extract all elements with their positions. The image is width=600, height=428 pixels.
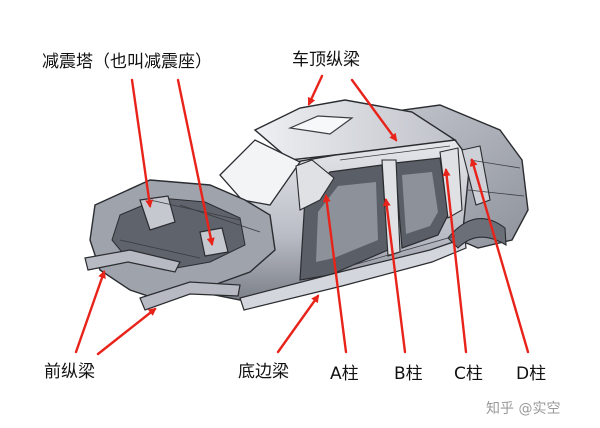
label-a-pillar: A柱: [330, 364, 359, 384]
watermark: 知乎 @实空: [486, 401, 561, 417]
arrow-roof-rail-2: [350, 78, 398, 142]
c-pillar: [439, 147, 463, 219]
arrow-b-pillar: [382, 198, 407, 354]
label-c-pillar: C柱: [454, 364, 483, 384]
arrow-c-pillar: [442, 168, 468, 354]
arrow-d-pillar: [469, 158, 530, 354]
label-b-pillar: B柱: [394, 364, 423, 384]
label-front-rail: 前纵梁: [44, 362, 95, 382]
windshield-opening: [219, 139, 301, 206]
car-illustration: [84, 99, 529, 311]
callout-arrows: [74, 74, 530, 356]
arrow-front-rail-2: [96, 307, 157, 356]
sunroof-opening: [287, 115, 354, 135]
label-roof-rail: 车顶纵梁: [292, 50, 360, 70]
label-d-pillar: D柱: [516, 364, 547, 384]
a-pillar: [295, 159, 335, 211]
label-shock-tower: 减震塔（也叫减震座）: [42, 52, 212, 72]
arrow-roof-rail-1: [307, 74, 324, 106]
structure-detail-lines: [119, 145, 525, 267]
rear-interior-shade: [402, 172, 438, 234]
arrow-front-rail-1: [74, 270, 106, 354]
rocker-beam: [239, 237, 467, 311]
front-rail-left: [84, 249, 181, 273]
arrow-shock-tower-1: [130, 78, 154, 208]
label-rocker: 底边梁: [238, 362, 289, 382]
arrow-rocker: [276, 294, 320, 354]
front-rail-right: [139, 281, 241, 311]
arrow-a-pillar: [322, 194, 348, 354]
arrow-shock-tower-2: [176, 78, 215, 246]
